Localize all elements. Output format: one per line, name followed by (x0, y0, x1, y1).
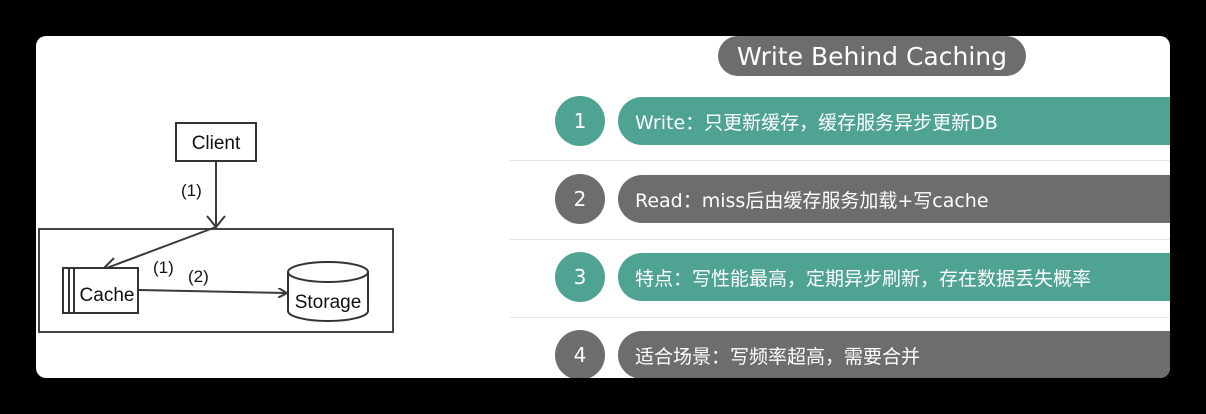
client-arrowhead (206, 215, 226, 229)
step-bar: 适合场景：写频率超高，需要合并 (618, 331, 1170, 378)
content-card: Client (1) Cache (1) (2) Storage Write B… (36, 36, 1170, 378)
cache-node: Cache (62, 267, 139, 314)
step-number-badge: 3 (555, 252, 605, 302)
storage-arrow-label: (2) (188, 267, 209, 286)
storage-node: Storage (287, 261, 369, 322)
cache-arrow-label: (1) (153, 258, 174, 277)
system-boundary (38, 228, 394, 333)
cache-to-storage-arrow (138, 290, 286, 293)
step-bar: 特点：写性能最高，定期异步刷新，存在数据丢失概率 (618, 253, 1170, 301)
step-bar: Read：miss后由缓存服务加载+写cache (618, 175, 1170, 223)
step-bar: Write：只更新缓存，缓存服务异步更新DB (618, 97, 1170, 145)
step-number-badge: 4 (555, 330, 605, 378)
storage-label: Storage (295, 292, 362, 313)
client-label: Client (192, 133, 241, 154)
cache-label: Cache (80, 285, 135, 306)
row-divider (510, 160, 1170, 161)
row-divider (510, 239, 1170, 240)
client-to-cache-arrow (103, 162, 217, 270)
client-node: Client (175, 122, 257, 162)
step-number-badge: 1 (555, 96, 605, 146)
client-arrow-label: (1) (181, 181, 202, 200)
row-divider (510, 317, 1170, 318)
title-pill: Write Behind Caching (718, 36, 1026, 76)
write-behind-diagram: Client (1) Cache (1) (2) Storage (38, 122, 394, 333)
step-number-badge: 2 (555, 174, 605, 224)
